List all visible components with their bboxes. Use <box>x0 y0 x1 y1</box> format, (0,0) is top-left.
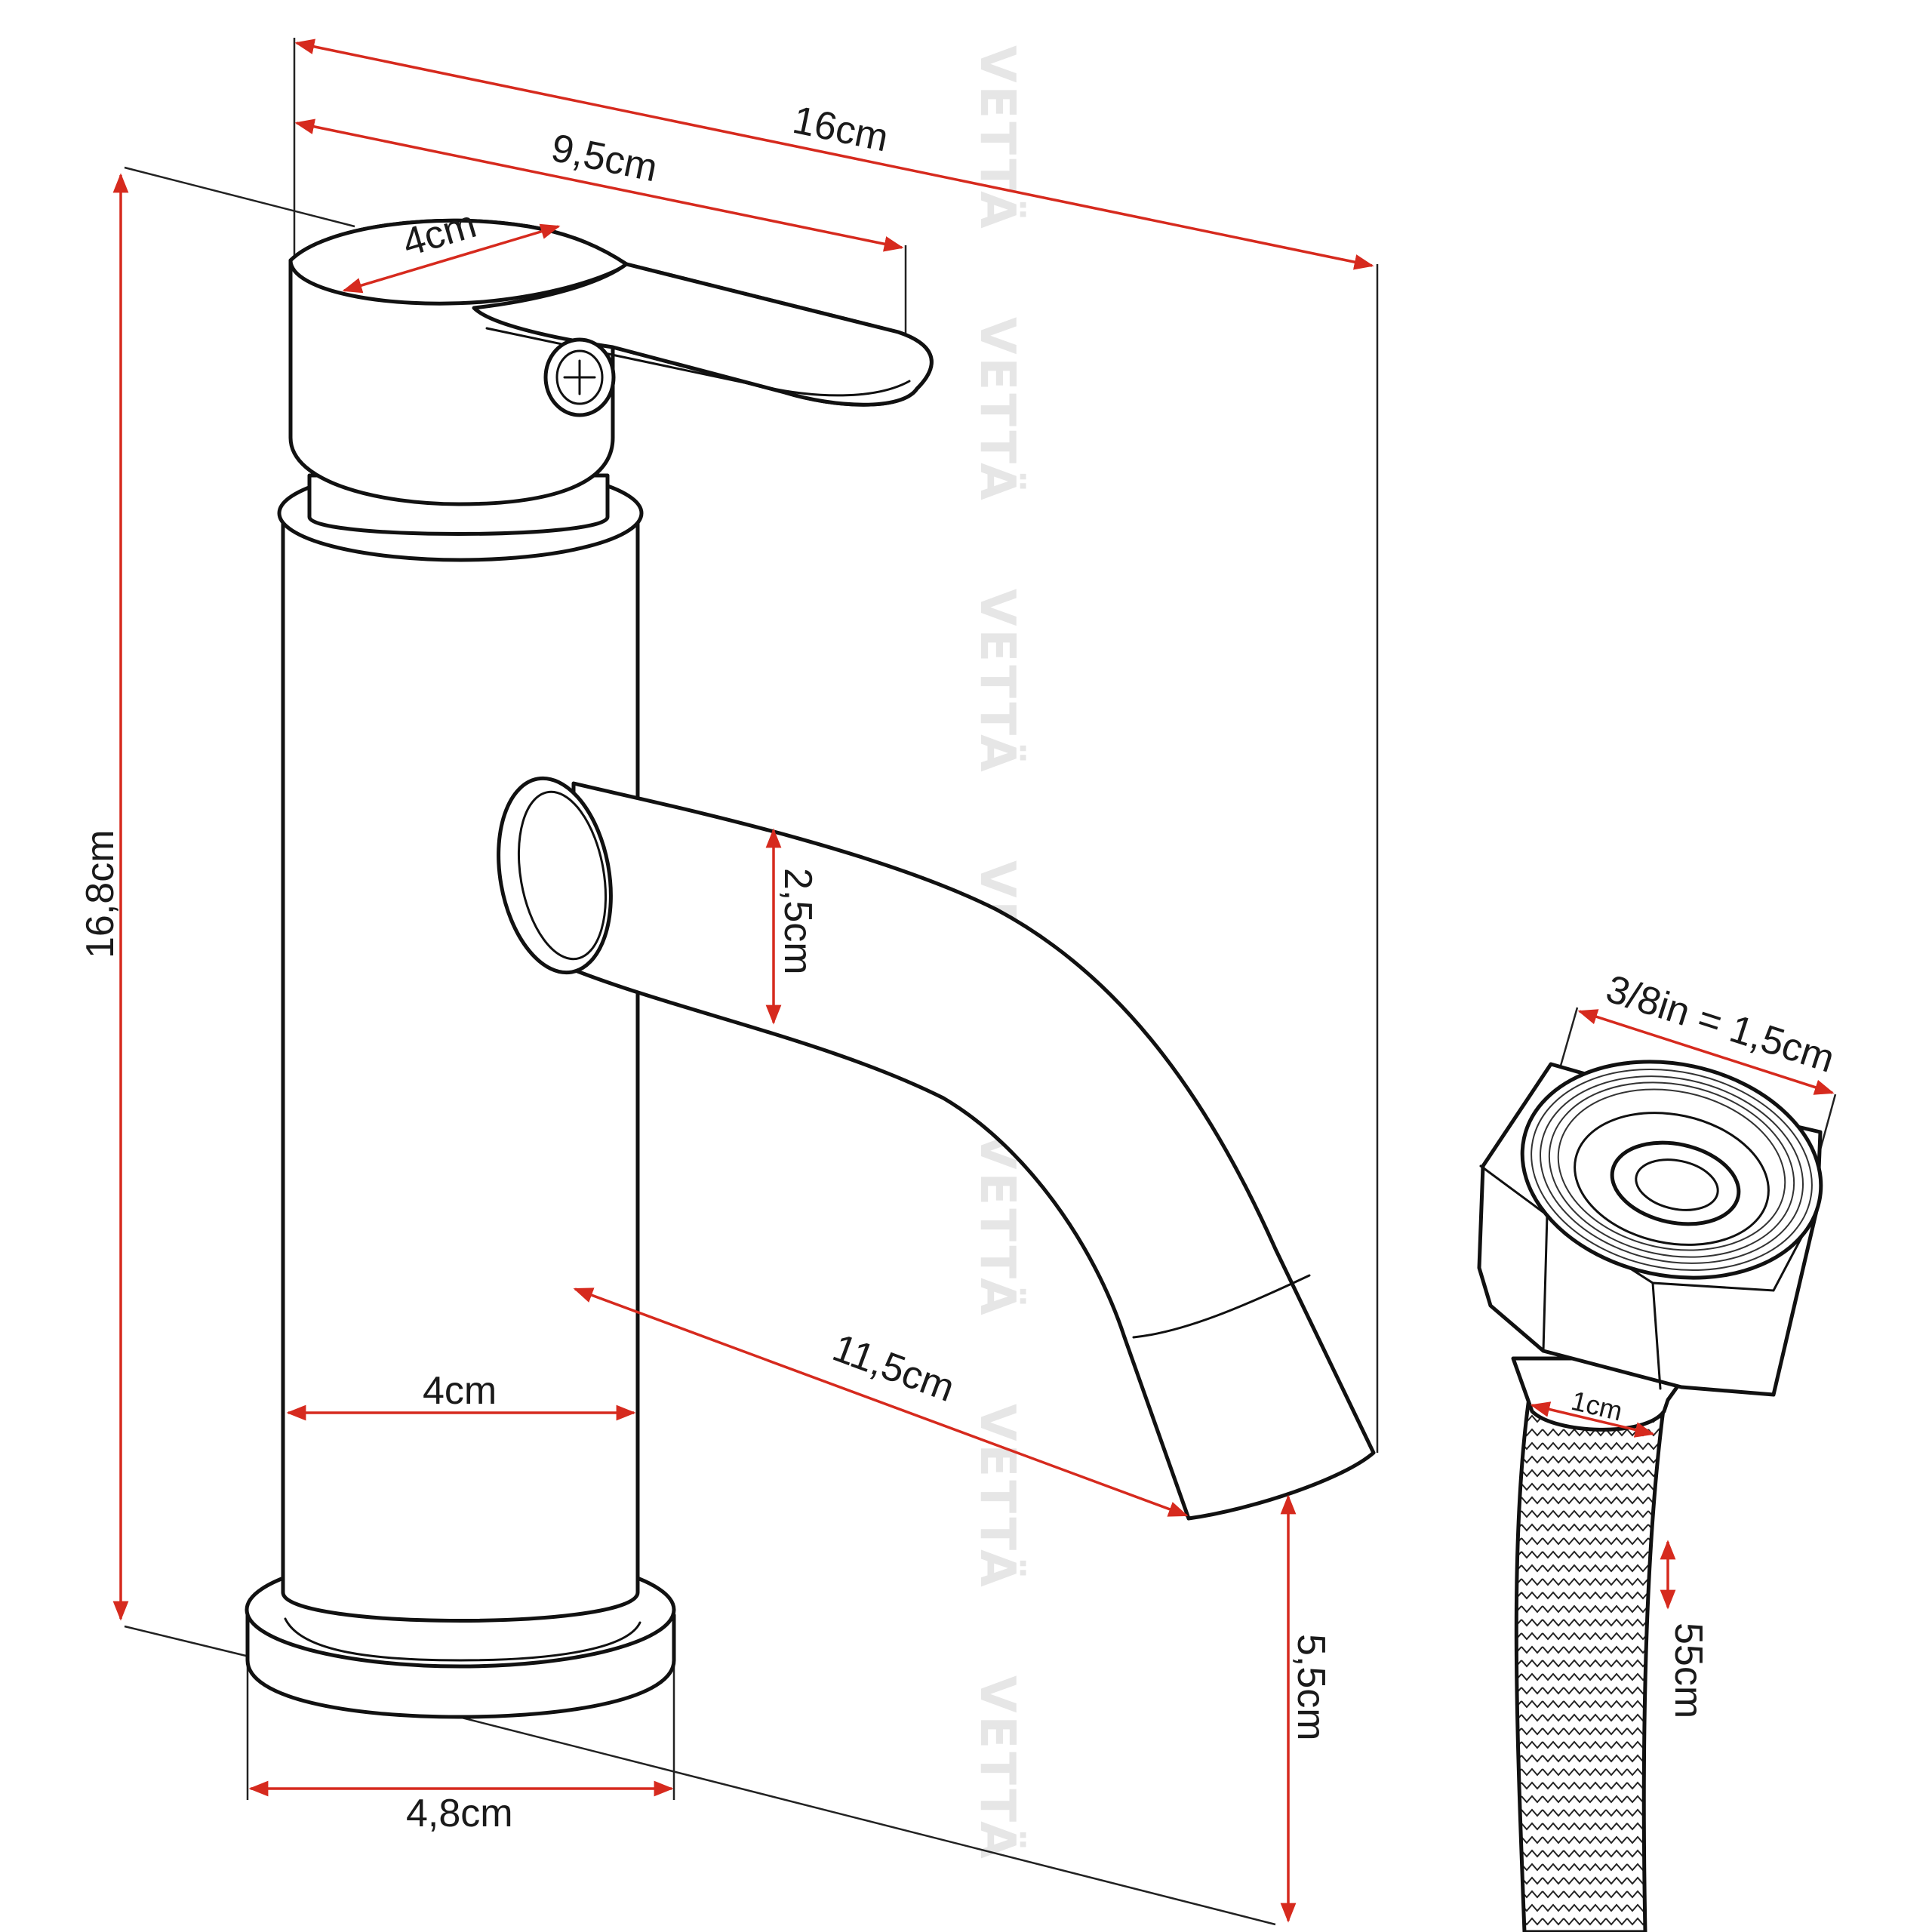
supply-hose <box>1477 1060 1823 1932</box>
watermark-text-7: VETTÄ <box>969 1675 1026 1862</box>
watermark-text-3: VETTÄ <box>969 589 1026 775</box>
label-body-diameter: 4cm <box>423 1369 497 1413</box>
label-total-height: 16,8cm <box>78 829 122 958</box>
hose-nut <box>1477 1060 1823 1397</box>
label-spout-height: 2,5cm <box>776 868 820 975</box>
dim-line-lever-length <box>294 118 904 252</box>
dim-line-hose-thread <box>1577 1009 1835 1095</box>
dim-line-hose-diameter <box>1530 1401 1655 1438</box>
watermark-text-5: VETTÄ <box>969 1132 1026 1318</box>
spout-collar <box>497 776 613 975</box>
faucet-body <box>277 464 644 1623</box>
dimension-lines <box>112 38 1835 1923</box>
faucet-handle <box>288 218 934 506</box>
label-spout-clearance: 5,5cm <box>1289 1634 1333 1741</box>
watermark-text-1: VETTÄ <box>969 45 1026 232</box>
label-lever-length: 9,5cm <box>548 126 661 191</box>
label-base-diameter: 4,8cm <box>406 1792 513 1835</box>
handle-screw <box>543 337 616 417</box>
dim-line-handle-diameter <box>342 223 561 294</box>
watermark-text-6: VETTÄ <box>969 1404 1026 1590</box>
watermark-text-2: VETTÄ <box>969 317 1026 503</box>
dim-line-spout-reach <box>573 1287 1189 1517</box>
label-spout-reach: 11,5cm <box>827 1326 960 1411</box>
label-total-depth: 16cm <box>789 98 892 161</box>
label-hose-length: 55cm <box>1666 1623 1710 1718</box>
hose-braid <box>1514 1401 1666 1932</box>
